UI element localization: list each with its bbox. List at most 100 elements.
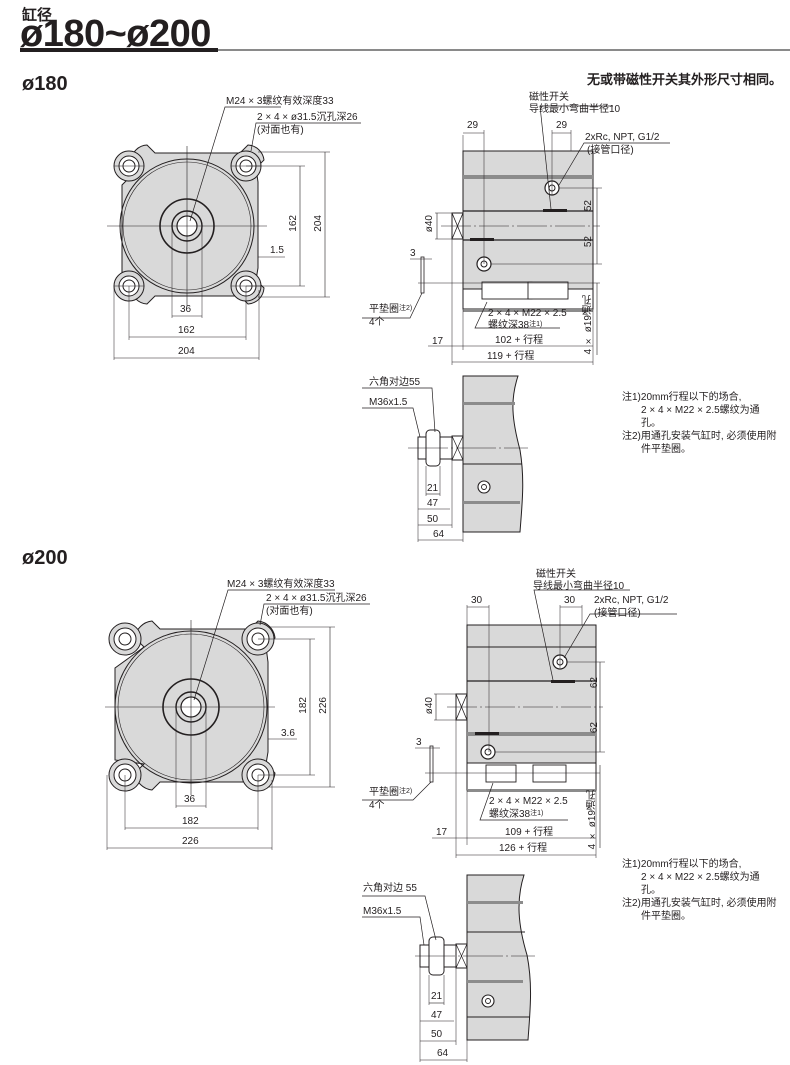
port-size-label: 2xRc, NPT, G1/2	[585, 132, 660, 143]
dim-port-lower: 52	[583, 236, 594, 248]
section-title-180: ø180	[22, 73, 68, 95]
dim-port-upper-200: 62	[589, 677, 600, 689]
leader-holes-180	[250, 122, 361, 152]
dim-rod-diameter-200: ø40	[424, 697, 435, 715]
dim-47-200: 47	[431, 1010, 443, 1021]
through-hole-label-200: 4 × ø19通孔	[587, 790, 598, 850]
page-title: ø180~ø200	[20, 13, 211, 55]
rod-thread-label-200: M36x1.5	[363, 906, 402, 917]
thread-depth: 螺纹深38注1)	[488, 321, 542, 331]
rod-thread-label: M36x1.5	[369, 397, 408, 408]
callout-rod-thread-200: M24 × 3螺纹有效深度33	[227, 579, 335, 590]
note-line: 注2)用通孔安装气缸时, 必须使用附	[622, 898, 777, 909]
switch-label-200: 磁性开关	[536, 569, 576, 580]
thread-note-ref: 注1)	[530, 810, 544, 817]
title-rule-light	[218, 49, 790, 51]
dim-rod-width: 36	[180, 304, 192, 315]
dim-switch-offset: 1.5	[270, 245, 284, 256]
rod-end-view-180	[362, 375, 528, 542]
dim-washer-thickness: 3	[410, 248, 416, 259]
dim-port-lower-200: 62	[589, 722, 600, 734]
port-size-sub: (接管口径)	[587, 145, 634, 156]
front-view-200	[105, 589, 370, 850]
washer-label: 平垫圈注2)	[369, 305, 412, 315]
dim-washer-thickness-200: 3	[416, 737, 422, 748]
dim-body-height: 204	[313, 215, 324, 232]
callout-mount-holes-200: 2 × 4 × ø31.5沉孔深26	[266, 593, 367, 604]
hex-size-label: 六角对边55	[369, 377, 421, 388]
callout-rod-thread: M24 × 3螺纹有效深度33	[226, 96, 334, 107]
leader-thread-180	[189, 106, 281, 222]
washer-note-ref: 注2)	[399, 788, 413, 795]
dim-rod-diameter: ø40	[424, 215, 435, 233]
port-size-sub-200: (接管口径)	[594, 608, 641, 619]
dim-port-upper: 52	[583, 200, 594, 212]
through-hole-label: 4 × ø19通孔	[583, 295, 594, 355]
dim-rod-extension: 17	[432, 336, 444, 347]
dim-switch-offset-200: 3.6	[281, 728, 295, 739]
dim-nut-width: 21	[427, 483, 439, 494]
rod-end-view-200	[362, 874, 535, 1062]
dim-body-width-200: 226	[182, 836, 199, 847]
side-view-200	[362, 589, 677, 858]
dim-body-length-200: 109 + 行程	[505, 827, 554, 838]
port-rod-end-180	[477, 480, 491, 494]
dim-port-right: 29	[556, 120, 568, 131]
washer-qty-200: 4个	[369, 800, 385, 811]
thread-depth-text: 螺纹深38	[488, 320, 530, 331]
dim-64-200: 64	[437, 1048, 449, 1059]
dim-total-length-200: 126 + 行程	[499, 843, 548, 854]
notes-200: 注1)20mm行程以下的场合, 2 × 4 × M22 × 2.5螺纹为通 孔。…	[622, 858, 790, 923]
dim-port-right-200: 30	[564, 595, 576, 606]
note-line: 注2)用通孔安装气缸时, 必须使用附	[622, 431, 777, 442]
dim-body-width: 204	[178, 346, 195, 357]
thread-label-200: 2 × 4 × M22 × 2.5	[489, 796, 568, 807]
dim-rod-width-200: 36	[184, 794, 196, 805]
note-line: 件平垫圈。	[641, 911, 691, 922]
hex-size-label-200: 六角对边 55	[363, 883, 417, 894]
note-line: 注1)20mm行程以下的场合,	[622, 392, 742, 403]
switch-bend-radius: 导线最小弯曲半径10	[529, 104, 621, 115]
dim-mount-pitch-v: 162	[288, 215, 299, 232]
dim-mount-pitch-h: 162	[178, 325, 195, 336]
callout-mount-holes: 2 × 4 × ø31.5沉孔深26	[257, 112, 358, 123]
thread-note-ref: 注1)	[529, 321, 543, 328]
section-title-200: ø200	[22, 547, 68, 569]
washer-note-ref: 注2)	[399, 305, 413, 312]
port-size-label-200: 2xRc, NPT, G1/2	[594, 595, 669, 606]
note-line: 注1)20mm行程以下的场合,	[622, 859, 742, 870]
dim-rod-extension-200: 17	[436, 827, 448, 838]
dim-mount-pitch-h-200: 182	[182, 816, 199, 827]
note-line: 2 × 4 × M22 × 2.5螺纹为通	[641, 405, 760, 416]
front-view-180	[107, 106, 361, 360]
note-line: 孔。	[641, 885, 661, 896]
dim-50-200: 50	[431, 1029, 443, 1040]
switch-label: 磁性开关	[529, 92, 569, 103]
note-line: 孔。	[641, 418, 661, 429]
dim-port-left-200: 30	[471, 595, 483, 606]
common-note: 无或带磁性开关其外形尺寸相同。	[586, 72, 782, 87]
washer-label-text: 平垫圈	[369, 304, 399, 315]
note-line: 2 × 4 × M22 × 2.5螺纹为通	[641, 872, 760, 883]
dim-nut-width-200: 21	[431, 991, 443, 1002]
note-line: 件平垫圈。	[641, 444, 691, 455]
callout-mount-holes-sub-200: (对面也有)	[266, 606, 313, 617]
dim-50: 50	[427, 514, 439, 525]
bore-size-label: 缸径	[22, 7, 53, 24]
washer-label-200: 平垫圈注2)	[369, 788, 412, 798]
side-view-180	[362, 105, 670, 365]
dim-port-left: 29	[467, 120, 479, 131]
dim-total-length: 119 + 行程	[487, 351, 535, 362]
washer-label-text: 平垫圈	[369, 787, 399, 798]
thread-depth-text: 螺纹深38	[489, 809, 531, 820]
dim-mount-pitch-v-200: 182	[298, 697, 309, 714]
dim-body-height-200: 226	[318, 697, 329, 714]
washer-qty: 4个	[369, 317, 385, 328]
thread-depth-200: 螺纹深38注1)	[489, 810, 543, 820]
dim-64: 64	[433, 529, 445, 540]
dim-body-length: 102 + 行程	[495, 335, 544, 346]
dim-47: 47	[427, 498, 439, 509]
callout-mount-holes-sub: (对面也有)	[257, 125, 304, 136]
thread-label: 2 × 4 × M22 × 2.5	[488, 308, 567, 319]
